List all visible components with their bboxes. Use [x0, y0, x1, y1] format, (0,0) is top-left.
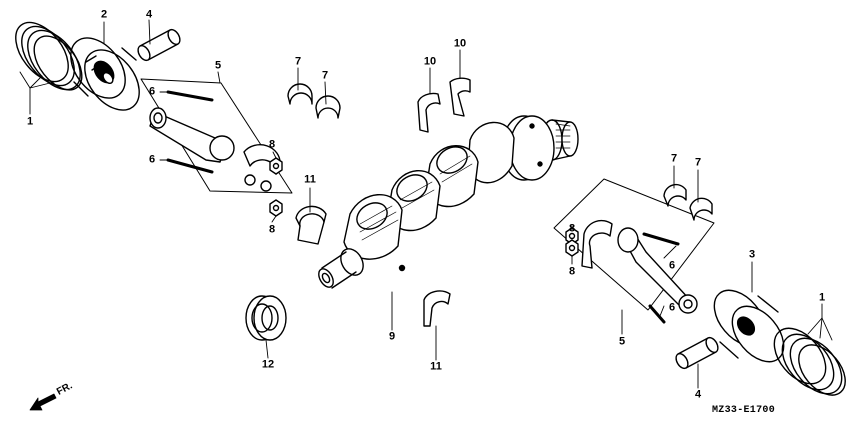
connecting-rod-assembly-right	[553, 178, 715, 324]
callout-10: 10	[453, 37, 467, 50]
rod-nut-right-lower	[565, 239, 579, 257]
rod-nut-left-upper	[269, 157, 283, 175]
piston-ring-set-right	[773, 327, 846, 396]
callout-11: 11	[304, 173, 316, 186]
callout-5: 5	[214, 59, 222, 72]
callout-4: 4	[145, 8, 153, 21]
callout-9: 9	[388, 330, 396, 343]
callout-5: 5	[618, 335, 626, 348]
connecting-rod-assembly-left	[140, 78, 293, 194]
callout-7: 7	[694, 156, 702, 169]
main-bearing-left-b	[315, 95, 341, 119]
callout-6: 6	[148, 85, 156, 98]
bearing-left-11	[295, 205, 327, 245]
oil-seal	[245, 295, 287, 341]
callout-7: 7	[670, 152, 678, 165]
crankshaft	[318, 115, 579, 289]
bearing-lower-11	[423, 290, 451, 327]
callout-7: 7	[294, 55, 302, 68]
main-bearing-right-b	[689, 197, 713, 221]
callout-6: 6	[148, 153, 156, 166]
callout-8: 8	[268, 223, 276, 236]
main-bearing-upper-b	[449, 77, 471, 117]
callout-2: 2	[100, 8, 108, 21]
callout-8: 8	[268, 138, 276, 151]
main-bearing-left-a	[287, 83, 313, 105]
diagram-code: MZ33-E1700	[712, 405, 776, 416]
callout-1: 1	[818, 291, 826, 304]
rod-nut-left-lower	[269, 199, 283, 217]
leader-lines	[19, 19, 833, 389]
piston-ring-set-left	[15, 21, 83, 91]
main-bearing-right-a	[663, 183, 687, 207]
callout-6: 6	[668, 259, 676, 272]
piston-pin-left	[137, 28, 181, 62]
callout-1: 1	[26, 115, 34, 128]
callout-6: 6	[668, 301, 676, 314]
piston-right	[713, 289, 785, 363]
piston-pin-right	[675, 336, 719, 370]
callout-8: 8	[568, 265, 576, 278]
front-arrow-icon	[29, 393, 57, 411]
main-bearing-upper-a	[417, 92, 441, 133]
piston-left	[70, 37, 140, 111]
callout-11: 11	[430, 360, 442, 373]
callout-12: 12	[261, 358, 275, 371]
callout-7: 7	[321, 69, 329, 82]
callout-8: 8	[568, 222, 576, 235]
callout-10: 10	[423, 55, 437, 68]
callout-3: 3	[748, 248, 756, 261]
callout-4: 4	[694, 388, 702, 401]
